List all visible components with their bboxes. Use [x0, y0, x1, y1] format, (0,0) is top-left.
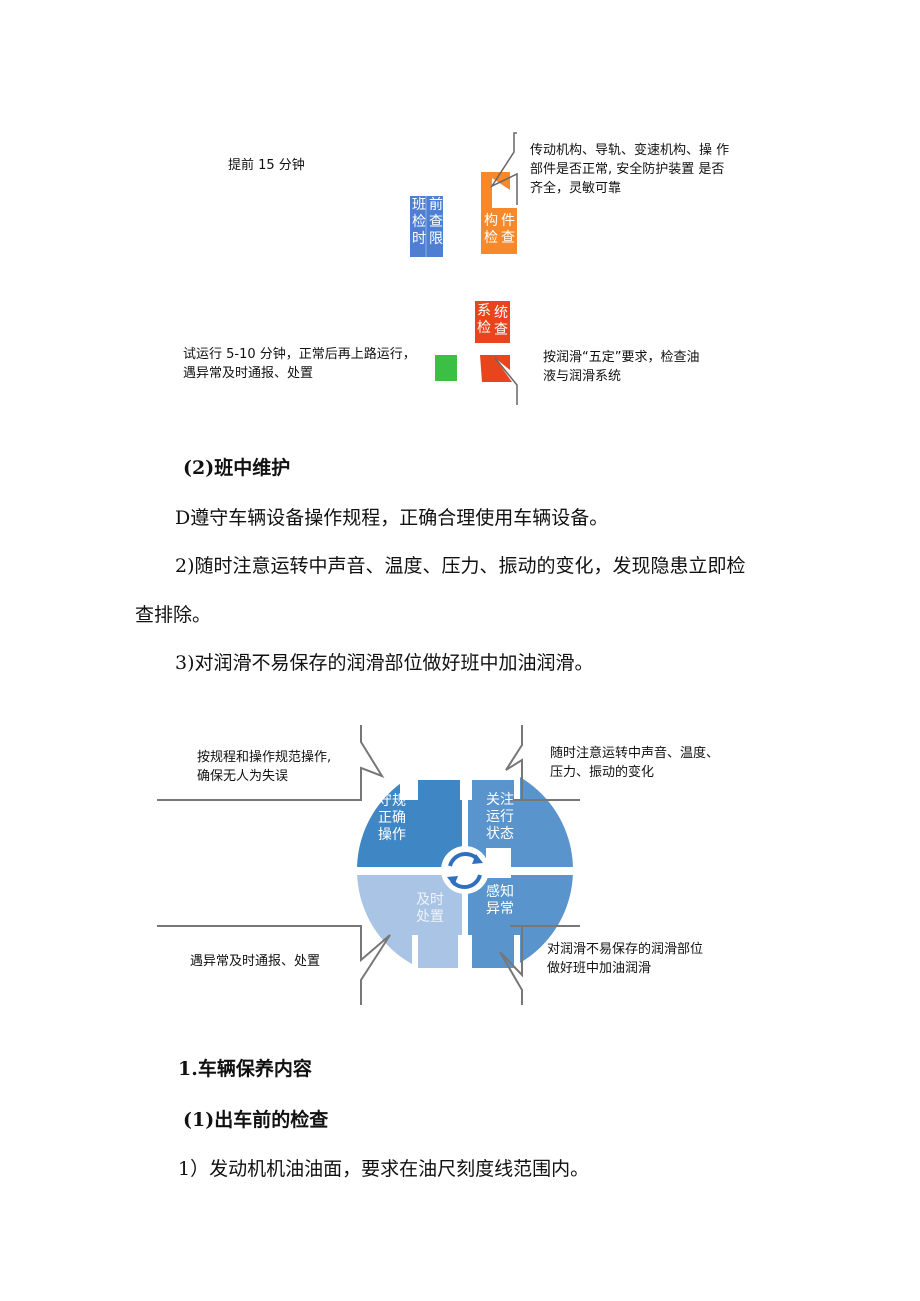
diagram2-shapes [157, 725, 580, 1005]
note-line: 部件是否正常, 安全防护装置 是否 [530, 162, 725, 177]
label-line: 运行 [486, 809, 514, 825]
col: 件查 [501, 213, 515, 246]
note-line: 随时注意运转中声音、温度、 [550, 746, 720, 761]
quadrant-label-bottom-right: 感知 异常 [486, 884, 514, 918]
green-box [435, 355, 457, 381]
note-bottom-right: 对润滑不易保存的润滑部位 做好班中加油润滑 [547, 940, 703, 978]
subheading-pre-departure: (1)出车前的检查 [183, 1109, 329, 1131]
trial-run-note: 试运行 5-10 分钟，正常后再上路运行， 遇异常及时通报、处置 [183, 345, 416, 383]
orange-box-label: 构检 件查 [484, 213, 518, 247]
label-line: 异常 [486, 901, 514, 917]
label-line: 守规 [378, 793, 406, 809]
col: 班检时 [412, 197, 426, 247]
label-line: 处置 [416, 909, 444, 925]
red-box-label: 系检 统查 [477, 303, 511, 339]
red-wedge [480, 355, 512, 382]
connector-lines [157, 725, 580, 1005]
note-line: 对润滑不易保存的润滑部位 [547, 942, 704, 957]
time-limit-note: 提前 15 分钟 [228, 158, 305, 173]
note-line: 试运行 5-10 分钟，正常后再上路运行， [183, 347, 416, 362]
note-line: 按规程和操作规范操作, [197, 750, 332, 765]
section-heading-maintenance: 1.车辆保养内容 [178, 1058, 312, 1080]
paragraph-maintenance-item-1: 1）发动机机油油面，要求在油尺刻度线范围内。 [178, 1158, 590, 1180]
note-line: 齐全，灵敏可靠 [530, 181, 622, 196]
label-line: 状态 [486, 826, 514, 842]
note-top-right: 随时注意运转中声音、温度、 压力、振动的变化 [550, 744, 719, 782]
quadrant-label-top-left: 守规 正确 操作 [378, 793, 418, 844]
paragraph-item-2-cont: 查排除。 [135, 604, 212, 626]
col: 统查 [494, 305, 508, 338]
col: 构检 [484, 213, 498, 246]
blue-box-label: 班检时 前查限 [412, 197, 446, 248]
quadrant-label-bottom-left: 及时 处置 [416, 892, 444, 926]
paragraph-item-1: D遵守车辆设备操作规程，正确合理使用车辆设备。 [175, 507, 609, 529]
label-line: 感知 [486, 884, 514, 900]
red-box [475, 301, 510, 343]
diagram1-shapes [410, 132, 518, 405]
note-line: 做好班中加油润滑 [547, 961, 652, 976]
note-line: 传动机构、导轨、变速机构、操 作 [530, 143, 730, 158]
note-top-left: 按规程和操作规范操作, 确保无人为失误 [197, 748, 331, 786]
paragraph-item-3: 3)对润滑不易保存的润滑部位做好班中加油润滑。 [175, 652, 594, 674]
col: 系检 [477, 303, 491, 336]
label-line: 操作 [378, 827, 406, 843]
label-line: 及时 [416, 892, 444, 908]
connector-line [489, 132, 518, 205]
note-line: 压力、振动的变化 [550, 765, 655, 780]
note-line: 液与润滑系统 [543, 369, 622, 384]
components-note: 传动机构、导轨、变速机构、操 作 部件是否正常, 安全防护装置 是否 齐全，灵敏… [530, 141, 729, 198]
note-line: 确保无人为失误 [197, 769, 289, 784]
note-bottom-left: 遇异常及时通报、处置 [190, 954, 321, 969]
section-heading-mid-shift: (2)班中维护 [183, 457, 291, 479]
connector-line [494, 357, 518, 405]
paragraph-item-2: 2)随时注意运转中声音、温度、压力、振动的变化，发现隐患立即检 [175, 555, 746, 577]
quadrant-label-top-right: 关注 运行 状态 [486, 792, 514, 843]
label-line: 正确 [378, 810, 406, 826]
note-line: 按润滑“五定”要求，检查油 [543, 350, 700, 365]
note-line: 遇异常及时通报、处置 [183, 366, 314, 381]
label-line: 关注 [486, 792, 514, 808]
lubrication-note: 按润滑“五定”要求，检查油 液与润滑系统 [543, 348, 699, 386]
col: 前查限 [429, 197, 443, 247]
